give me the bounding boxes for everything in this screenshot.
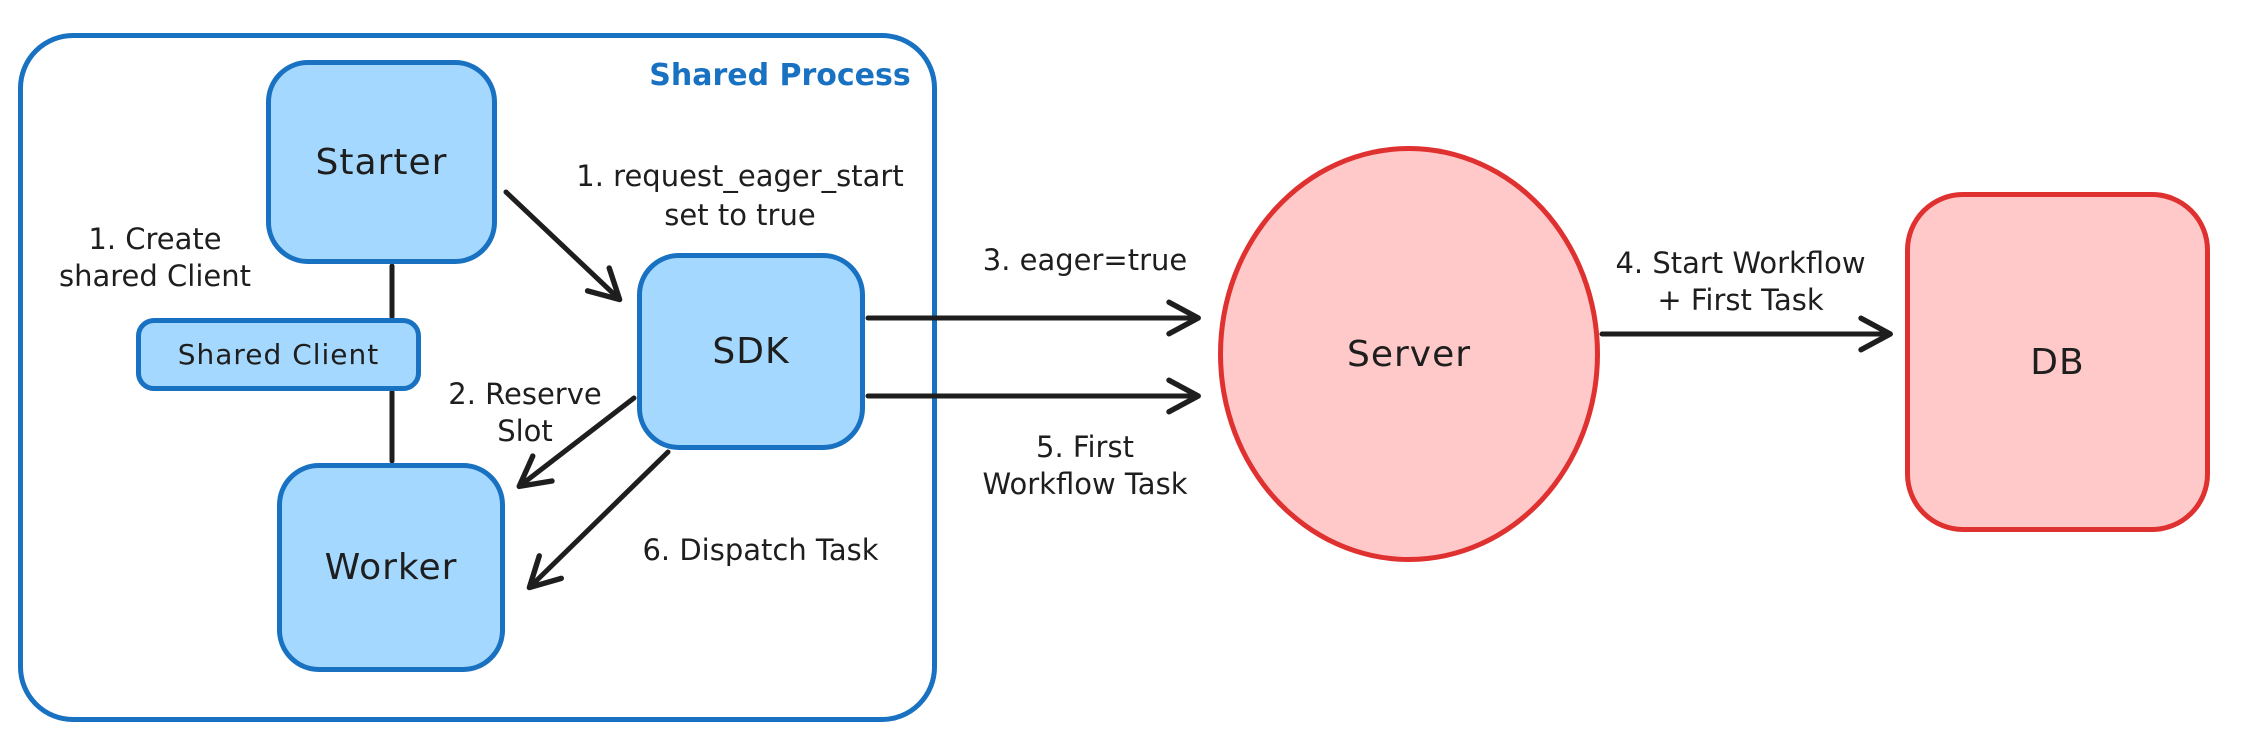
annotation-request-eager-start: 1. request_eager_start set to true [576, 159, 904, 232]
annotation-start-workflow: 4. Start Workflow + First Task [1615, 246, 1866, 317]
shared-client-label: Shared Client [177, 338, 380, 371]
server-label: Server [1346, 333, 1472, 375]
db-node: DB [1905, 192, 2210, 532]
sdk-node: SDK [637, 253, 865, 450]
starter-label: Starter [315, 141, 448, 183]
annotation-create-shared-client: 1. Create shared Client [59, 222, 251, 293]
worker-node: Worker [277, 463, 505, 672]
server-node: Server [1218, 146, 1600, 562]
shared-client-node: Shared Client [136, 318, 421, 391]
annotation-first-workflow-task: 5. First Workflow Task [982, 430, 1188, 501]
shared-process-label: Shared Process [649, 58, 911, 93]
sdk-label: SDK [712, 331, 790, 372]
shared-process-group [18, 33, 937, 722]
db-label: DB [2030, 341, 2085, 383]
annotation-dispatch-task: 6. Dispatch Task [642, 533, 879, 567]
worker-label: Worker [324, 547, 458, 588]
starter-node: Starter [266, 60, 497, 264]
annotation-eager-true: 3. eager=true [982, 243, 1188, 277]
annotation-reserve-slot: 2. Reserve Slot [448, 377, 602, 448]
